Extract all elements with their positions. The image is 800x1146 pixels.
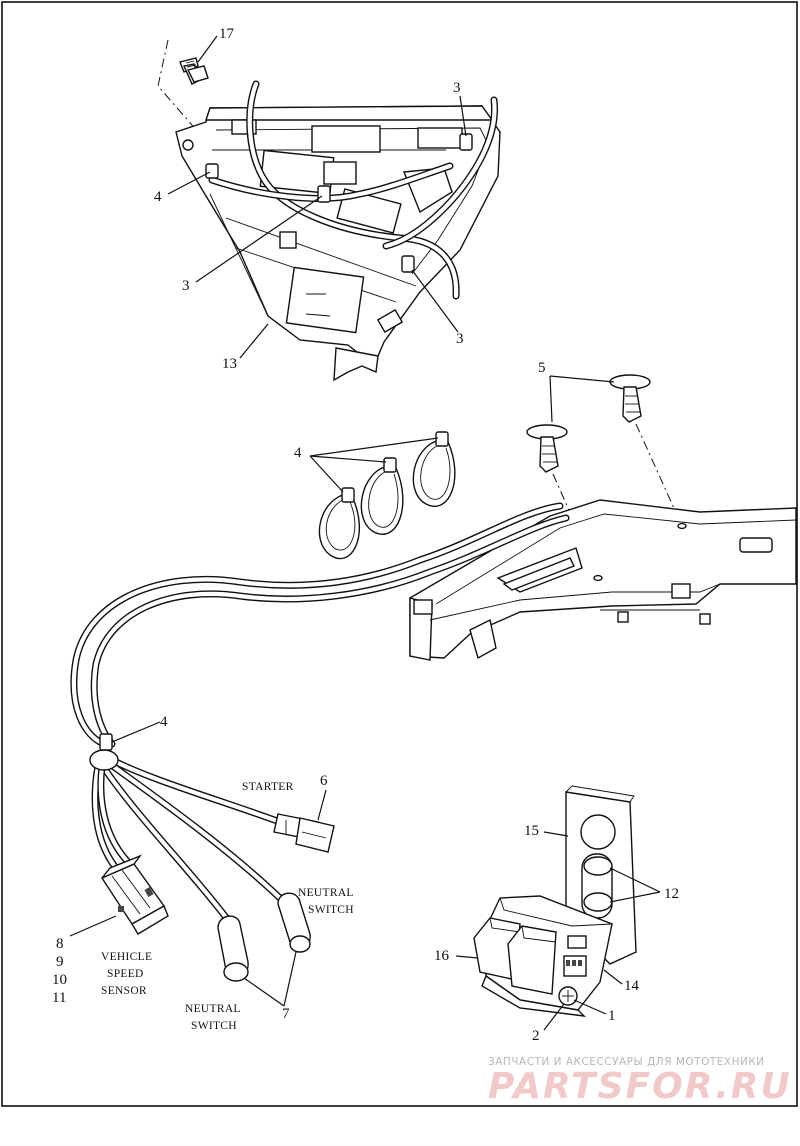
cable-tie-4-housing <box>205 163 219 179</box>
callout-15: 15 <box>524 823 539 839</box>
callout-4-ties: 4 <box>294 445 302 461</box>
watermark-tagline: ЗАПЧАСТИ И АКСЕССУАРЫ ДЛЯ МОТОТЕХНИКИ <box>488 1056 765 1068</box>
callout-1: 1 <box>608 1008 616 1024</box>
callout-3-left: 3 <box>182 278 190 294</box>
leader-6 <box>317 789 327 821</box>
callout-4-housing: 4 <box>154 189 162 205</box>
caption-neutral-switch-right-2: SWITCH <box>308 904 354 916</box>
callout-14: 14 <box>624 978 640 994</box>
callout-16: 16 <box>434 948 450 964</box>
callout-4-harness: 4 <box>160 714 168 730</box>
leader-15 <box>543 831 569 837</box>
caption-starter: STARTER <box>242 781 294 793</box>
cable-ties-4-loose <box>318 431 456 560</box>
watermark-brand: PARTSFOR.RU <box>488 1066 792 1107</box>
callout-7: 7 <box>282 1006 290 1022</box>
wiring-harness <box>70 502 570 924</box>
leader-5-left <box>549 375 553 423</box>
callout-9: 9 <box>56 954 64 970</box>
screw-17 <box>179 57 209 85</box>
caption-vss-1: VEHICLE <box>101 951 152 963</box>
leader-12-b <box>609 891 661 903</box>
callout-6: 6 <box>320 773 328 789</box>
cable-tie-3-right <box>401 255 415 273</box>
callout-12: 12 <box>664 886 679 902</box>
push-pins-5 <box>526 374 651 473</box>
callout-10: 10 <box>52 972 67 988</box>
leader-7-a <box>243 977 285 1007</box>
leader-4-tie-a <box>309 455 344 493</box>
leader-14 <box>603 969 623 985</box>
callout-13: 13 <box>222 356 237 372</box>
leader-3-top <box>459 95 467 137</box>
caption-neutral-switch-bottom-2: SWITCH <box>191 1020 237 1032</box>
leader-8 <box>69 915 117 937</box>
caption-neutral-switch-bottom-1: NEUTRAL <box>185 1003 241 1015</box>
leader-17 <box>197 35 218 63</box>
callout-3-right: 3 <box>456 331 464 347</box>
callout-11: 11 <box>52 990 66 1006</box>
leader-16 <box>455 955 479 959</box>
leader-3-left <box>195 195 323 283</box>
leader-4-tie-c <box>309 437 439 457</box>
vehicle-speed-sensor-connector <box>100 854 169 935</box>
leader-13 <box>239 323 269 359</box>
callout-2: 2 <box>532 1028 540 1044</box>
screw-17-dash <box>157 39 199 133</box>
leader-12-a <box>609 867 661 893</box>
neutral-switch-connector-right <box>277 892 311 953</box>
leader-4-tie-b <box>309 455 387 463</box>
electrical-housing <box>157 39 501 382</box>
cable-tie-3-middle <box>317 185 331 203</box>
relay-bracket-assembly <box>473 785 637 1017</box>
callout-8: 8 <box>56 936 64 952</box>
leader-4-harness <box>111 721 161 743</box>
leader-2 <box>543 1003 565 1031</box>
leader-4-housing <box>167 171 211 195</box>
caption-vss-2: SPEED <box>107 968 144 980</box>
callout-5: 5 <box>538 360 546 376</box>
caption-neutral-switch-right-1: NEUTRAL <box>298 887 354 899</box>
callout-17: 17 <box>219 26 235 42</box>
neutral-switch-connector-bottom <box>217 915 249 982</box>
cable-tie-3-top <box>459 133 473 151</box>
leader-5-right <box>549 375 615 383</box>
leader-7-b <box>283 951 297 1007</box>
diagram-frame <box>1 1 798 1107</box>
mounting-tray <box>409 499 797 661</box>
callout-3-top: 3 <box>453 80 461 96</box>
starter-connector <box>273 813 335 853</box>
leader-1 <box>573 999 607 1015</box>
leader-3-right <box>411 269 459 333</box>
caption-vss-3: SENSOR <box>101 985 147 997</box>
